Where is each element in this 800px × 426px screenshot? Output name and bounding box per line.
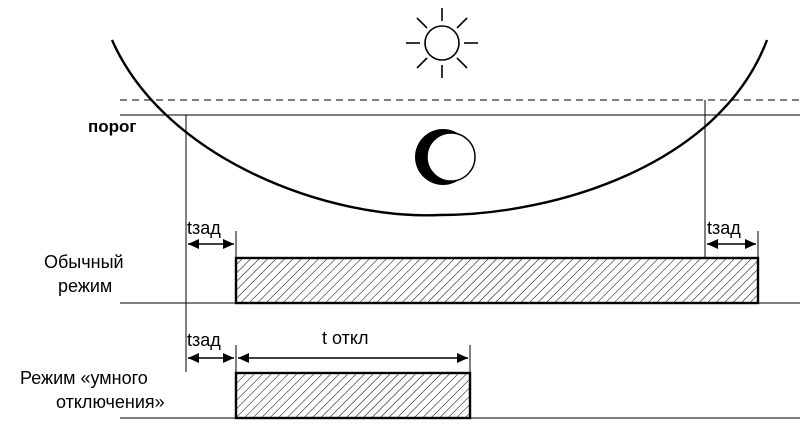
delay-label-right: tзад [707,218,741,238]
smart-mode-label-line1: Режим «умного [20,368,148,388]
threshold-label: порог [88,117,137,136]
delay-label-bottom: tзад [187,330,221,350]
normal-mode-label-line1: Обычный [44,252,124,272]
delay-arrow-right [707,239,756,249]
delay-arrow-left [188,239,234,249]
moon-icon [415,129,476,185]
normal-mode-on-bar [234,256,760,305]
off-time-arrow [238,353,468,363]
off-time-label: t откл [322,328,368,348]
normal-mode-label-line2: режим [58,276,112,296]
smart-mode-on-bar [234,371,472,420]
smart-mode-label-line2: отключения» [56,392,165,412]
delay-label-left: tзад [187,218,221,238]
sun-icon [406,8,478,78]
illumination-curve [110,39,769,217]
delay-arrow-bottom [188,353,234,363]
